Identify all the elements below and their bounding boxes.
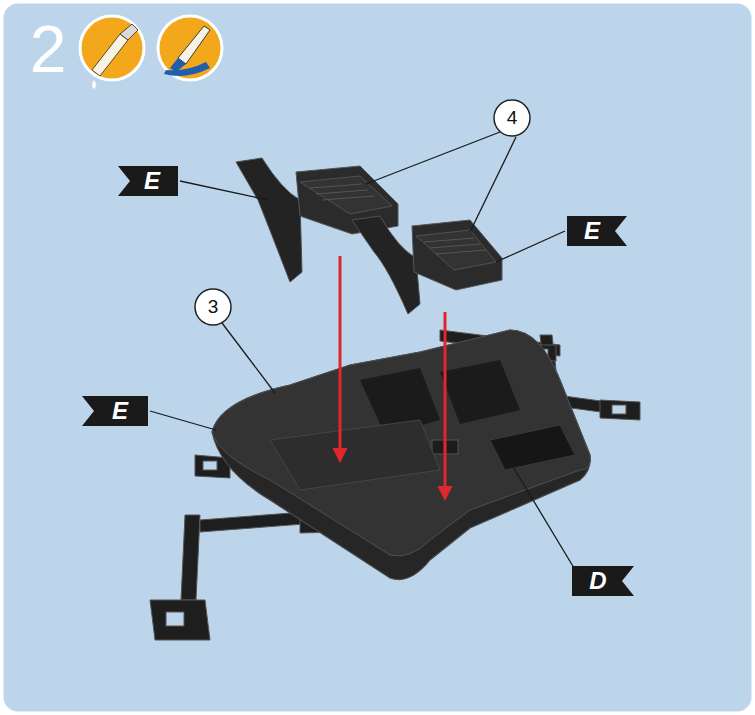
paint-code: E [567, 216, 617, 246]
seat-base-part [212, 330, 590, 580]
paint-code: D [572, 566, 624, 596]
callout-number: 3 [195, 289, 231, 325]
glue-icon [80, 16, 144, 89]
step-number: 2 [16, 10, 80, 88]
callout-circle [195, 289, 231, 325]
paint-flag [567, 216, 627, 246]
paint-icon [158, 16, 222, 80]
paint-flag [572, 566, 634, 596]
paint-flag [118, 166, 178, 196]
seat-frame [150, 330, 640, 640]
fit-arrow [339, 256, 342, 460]
paint-code: E [92, 396, 148, 426]
callout-number: 4 [494, 100, 530, 136]
callout-circle [494, 100, 530, 136]
paint-code: E [126, 166, 178, 196]
fit-arrow [444, 312, 447, 498]
paint-flag [82, 396, 148, 426]
seat-part [352, 216, 502, 314]
leader-lines [150, 132, 574, 568]
